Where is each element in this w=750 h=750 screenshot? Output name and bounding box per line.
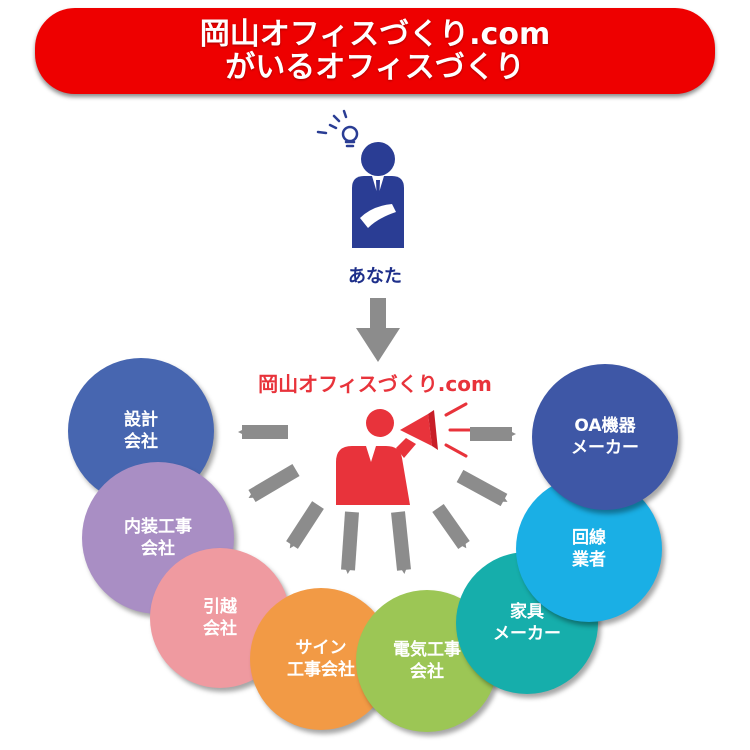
circle-label-line2: メーカー — [493, 624, 561, 644]
circle-oa-equipment-maker: OA機器 メーカー — [532, 364, 678, 510]
title-banner: 岡山オフィスづくり.com がいるオフィスづくり — [35, 8, 715, 94]
arrow-to-sign — [341, 511, 359, 574]
circle-label-line1: OA機器 — [574, 416, 636, 436]
circle-label-line1: サイン — [295, 638, 347, 658]
arrow-to-moving — [286, 501, 324, 549]
person-megaphone-icon — [336, 402, 474, 505]
circle-label-line2: 業者 — [572, 550, 606, 570]
circle-label-line1: 家具 — [510, 602, 544, 622]
circle-label-line1: 引越 — [203, 597, 237, 617]
arrow-to-interior — [248, 463, 300, 503]
circle-label-line1: 内装工事 — [124, 517, 192, 537]
circle-label-line1: 電気工事 — [393, 640, 461, 660]
banner-title-line2: がいるオフィスづくり — [225, 50, 525, 85]
circle-label-line2: 会社 — [124, 432, 158, 452]
center-company-label: 岡山オフィスづくり.com — [258, 372, 492, 396]
down-arrow — [356, 298, 400, 362]
circle-label-line2: 会社 — [410, 662, 444, 682]
circle-label-line2: 会社 — [141, 539, 175, 559]
arrow-to-network — [456, 469, 508, 507]
circle-label-line2: メーカー — [571, 438, 639, 458]
lightbulb-icon — [316, 109, 359, 148]
circle-label-line2: 会社 — [203, 619, 237, 639]
distribution-arrows — [238, 425, 516, 574]
banner-title-line1: 岡山オフィスづくり.com — [199, 17, 551, 52]
arrow-to-furniture — [432, 503, 470, 550]
circle-label-line1: 設計 — [124, 410, 158, 430]
arrow-to-electric — [391, 511, 411, 574]
circle-label-line1: 回線 — [572, 528, 606, 548]
circle-label-line2: 工事会社 — [287, 660, 355, 680]
you-label: あなた — [348, 266, 402, 287]
person-you-icon — [352, 142, 404, 248]
